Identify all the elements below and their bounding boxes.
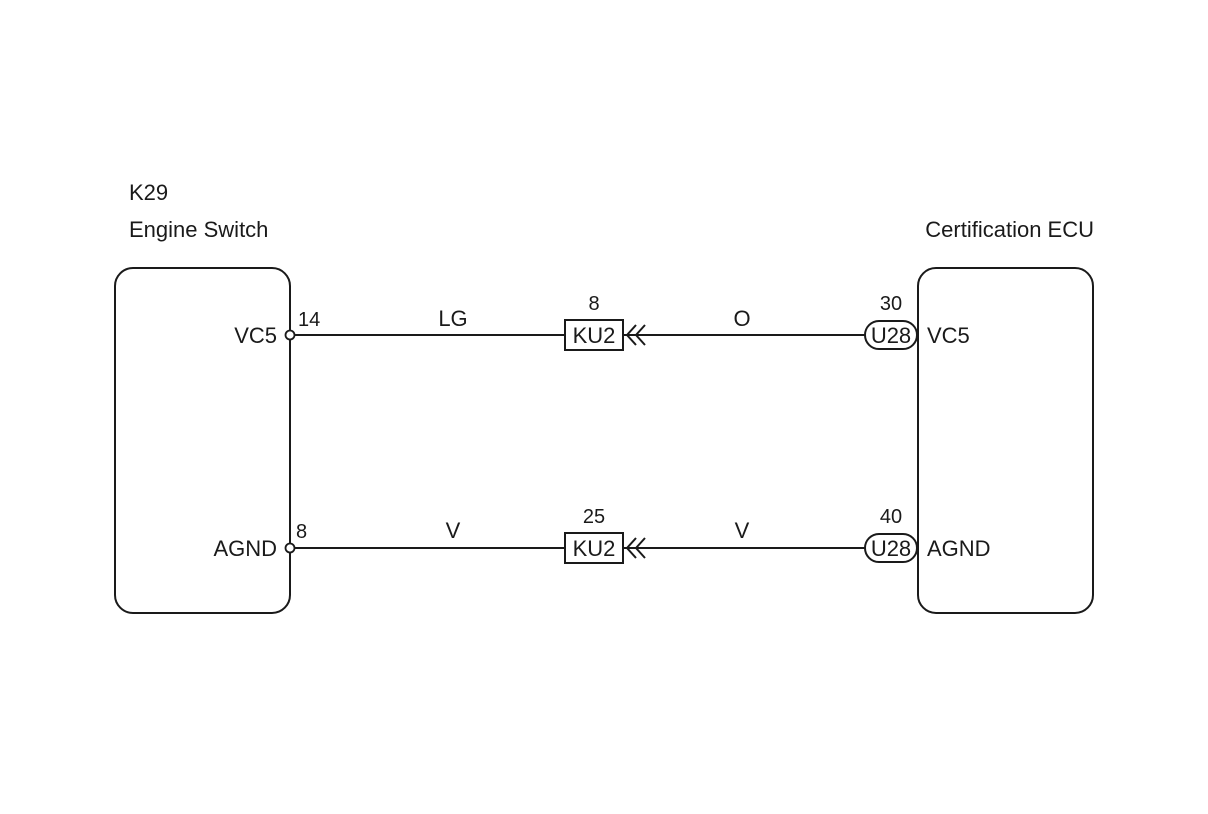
junction-pin-number-agnd: 25: [583, 506, 605, 528]
left-pin-terminal-vc5: [284, 329, 296, 341]
right-pin-number-vc5: 30: [880, 293, 902, 315]
junction-connector-box-agnd: [564, 532, 624, 564]
junction-connector-label-agnd: KU2: [573, 536, 616, 561]
junction-pin-number-vc5: 8: [588, 293, 599, 315]
right-connector-badge-agnd: [864, 533, 918, 563]
right-component-name: Certification ECU: [925, 217, 1094, 242]
right-connector-label-vc5: U28: [871, 323, 911, 348]
left-component-box: [114, 267, 291, 614]
left-pin-number-agnd: 8: [296, 521, 307, 543]
junction-connector-box-vc5: [564, 319, 624, 351]
right-pin-name-agnd: AGND: [927, 536, 991, 561]
wire-agnd-left-color: V: [446, 518, 461, 543]
double-chevron-icon-agnd: [625, 537, 646, 559]
left-pin-terminal-agnd: [284, 542, 296, 554]
right-pin-number-agnd: 40: [880, 506, 902, 528]
junction-connector-label-vc5: KU2: [573, 323, 616, 348]
double-chevron-icon-vc5: [625, 324, 646, 346]
wire-vc5: VC5 14 LG 8 KU2 O 30 U28 VC5: [234, 293, 970, 351]
right-component-box: [917, 267, 1094, 614]
left-component-name: Engine Switch: [129, 217, 268, 242]
left-component-code: K29: [129, 180, 168, 205]
left-pin-name-vc5: VC5: [234, 323, 277, 348]
left-pin-number-vc5: 14: [298, 309, 320, 331]
wire-vc5-right-color: O: [733, 306, 750, 331]
wire-vc5-left-color: LG: [438, 306, 467, 331]
wire-agnd: AGND 8 V 25 KU2 V 40 U28 AGND: [213, 506, 991, 564]
left-pin-name-agnd: AGND: [213, 536, 277, 561]
wire-agnd-right-color: V: [735, 518, 750, 543]
right-connector-label-agnd: U28: [871, 536, 911, 561]
right-connector-badge-vc5: [864, 320, 918, 350]
right-pin-name-vc5: VC5: [927, 323, 970, 348]
